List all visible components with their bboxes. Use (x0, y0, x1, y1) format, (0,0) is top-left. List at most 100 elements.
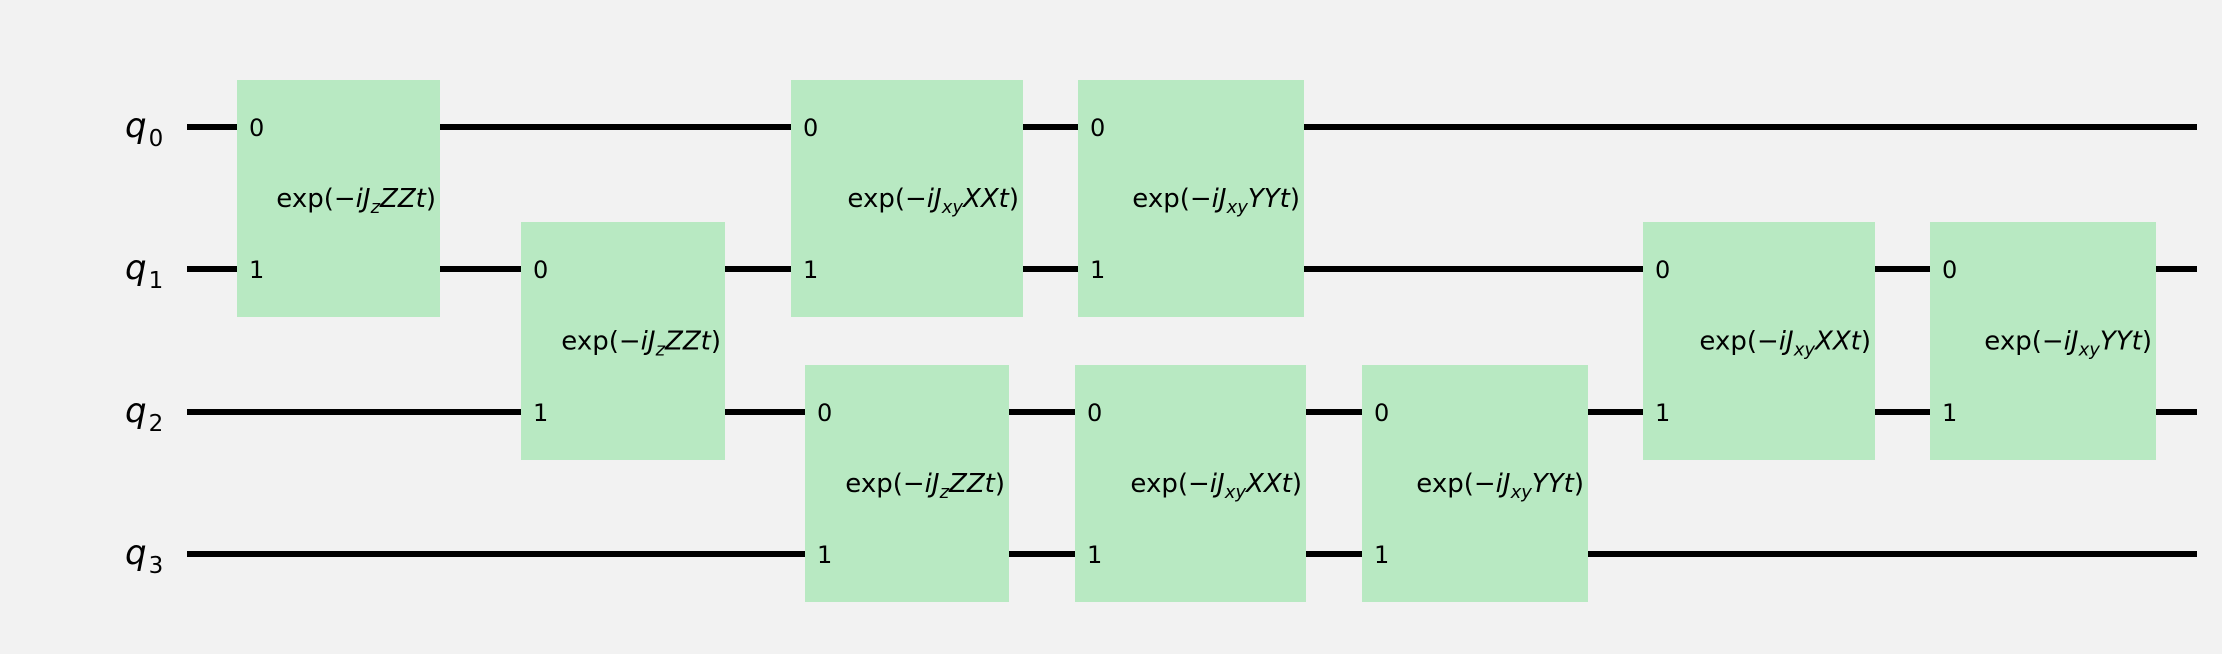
gate-label-minus: − (903, 469, 925, 499)
gate-port-bottom: 1 (1374, 541, 1389, 569)
qubit-name: q (125, 533, 147, 573)
gate-label-i: i (927, 184, 935, 214)
gate-port-bottom: 1 (533, 399, 548, 427)
gate-label: exp(−iJzZZt) (276, 184, 436, 218)
gate-box (1930, 222, 2156, 460)
gate-box (237, 80, 440, 317)
gate-label-minus: − (1188, 469, 1210, 499)
gate-label-sub: xy (1510, 482, 1533, 503)
gate-port-top: 0 (803, 114, 818, 142)
gate-label-i: i (1779, 327, 1787, 357)
gate-port-top: 0 (817, 399, 832, 427)
gate-port-bottom: 1 (1942, 399, 1957, 427)
gate-label-sub: xy (1226, 197, 1249, 218)
gate-label-post: ) (1292, 469, 1302, 499)
qubit-name: q (125, 106, 147, 146)
qubit-name: q (125, 391, 147, 431)
qubit-label-q1: q1 (125, 248, 163, 294)
gate-box (1362, 365, 1588, 602)
yy-gate-q1-q2: 0 1 exp(−iJxyYYt) (1930, 222, 2156, 460)
gates: 0 1 exp(−iJzZZt) 0 1 exp(−iJzZZt) 0 1 exp(−iJxyX… (237, 80, 2156, 602)
gate-label-i: i (2064, 327, 2072, 357)
gate-label-i: i (1210, 469, 1218, 499)
gate-box (1643, 222, 1875, 460)
zz-gate-q0-q1: 0 1 exp(−iJzZZt) (237, 80, 440, 317)
gate-label-op: YYt (2100, 327, 2143, 357)
gate-label: exp(−iJzZZt) (845, 469, 1005, 503)
qubit-index: 1 (149, 268, 164, 294)
gate-label: exp(−iJxyYYt) (1984, 327, 2152, 361)
gate-label: exp(−iJxyXXt) (1699, 327, 1871, 361)
zz-gate-q1-q2: 0 1 exp(−iJzZZt) (521, 222, 725, 460)
gate-label-minus: − (1190, 184, 1212, 214)
yy-gate-q0-q1: 0 1 exp(−iJxyYYt) (1078, 80, 1304, 317)
gate-label-op: ZZt (664, 327, 712, 357)
gate-box (1078, 80, 1304, 317)
gate-label-minus: − (1474, 469, 1496, 499)
gate-label-sub: xy (2078, 340, 2101, 361)
gate-port-top: 0 (249, 114, 264, 142)
gate-label-sub: xy (1793, 340, 1816, 361)
gate-port-top: 0 (533, 256, 548, 284)
gate-label-pre: exp( (1130, 469, 1188, 499)
gate-label-minus: − (1757, 327, 1779, 357)
gate-label-post: ) (1290, 184, 1300, 214)
qubit-index: 0 (149, 126, 164, 152)
gate-label-minus: − (619, 327, 641, 357)
gate-box (521, 222, 725, 460)
gate-label: exp(−iJxyYYt) (1132, 184, 1300, 218)
gate-label-op: YYt (1248, 184, 1291, 214)
gate-label: exp(−iJxyYYt) (1416, 469, 1584, 503)
gate-label-i: i (356, 184, 364, 214)
gate-label-pre: exp( (561, 327, 619, 357)
gate-label-sub: z (655, 340, 666, 361)
yy-gate-q2-q3: 0 1 exp(−iJxyYYt) (1362, 365, 1588, 602)
gate-port-bottom: 1 (249, 256, 264, 284)
gate-label-sub: z (370, 197, 381, 218)
gate-label-pre: exp( (845, 469, 903, 499)
gate-port-top: 0 (1374, 399, 1389, 427)
gate-port-top: 0 (1090, 114, 1105, 142)
gate-label: exp(−iJxyXXt) (847, 184, 1019, 218)
gate-label-pre: exp( (1416, 469, 1474, 499)
qubit-label-q0: q0 (125, 106, 163, 152)
gate-label-minus: − (905, 184, 927, 214)
qubit-label-q3: q3 (125, 533, 163, 579)
gate-label-op: XXt (1813, 327, 1862, 357)
gate-label-i: i (1212, 184, 1220, 214)
gate-label-i: i (641, 327, 649, 357)
gate-label: exp(−iJzZZt) (561, 327, 721, 361)
gate-label-sub: xy (941, 197, 964, 218)
gate-label-pre: exp( (1699, 327, 1757, 357)
gate-port-bottom: 1 (1090, 256, 1105, 284)
gate-label-op: XXt (1244, 469, 1293, 499)
gate-label-op: ZZt (379, 184, 427, 214)
gate-label-post: ) (1009, 184, 1019, 214)
gate-port-top: 0 (1087, 399, 1102, 427)
qubit-index: 3 (149, 553, 164, 579)
gate-label-minus: − (334, 184, 356, 214)
gate-label-op: ZZt (948, 469, 996, 499)
gate-label-i: i (925, 469, 933, 499)
qubit-name: q (125, 248, 147, 288)
gate-port-top: 0 (1942, 256, 1957, 284)
gate-label-pre: exp( (276, 184, 334, 214)
gate-label-sub: z (939, 482, 950, 503)
gate-label-sub: xy (1224, 482, 1247, 503)
gate-label-pre: exp( (1132, 184, 1190, 214)
gate-label-minus: − (2042, 327, 2064, 357)
gate-label-post: ) (711, 327, 721, 357)
gate-port-top: 0 (1655, 256, 1670, 284)
xx-gate-q0-q1: 0 1 exp(−iJxyXXt) (791, 80, 1023, 317)
gate-port-bottom: 1 (803, 256, 818, 284)
gate-box (1075, 365, 1306, 602)
gate-label-pre: exp( (1984, 327, 2042, 357)
gate-label-op: YYt (1532, 469, 1575, 499)
gate-box (805, 365, 1009, 602)
gate-label-post: ) (995, 469, 1005, 499)
